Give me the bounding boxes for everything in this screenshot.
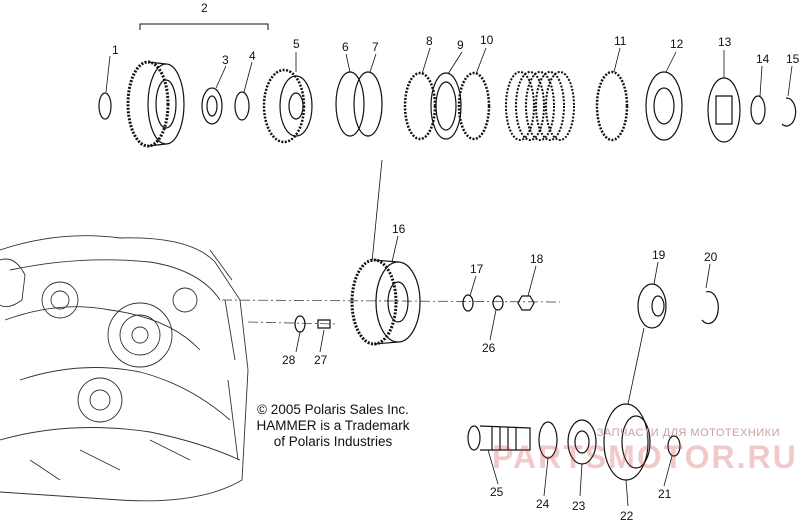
plate-stack <box>505 71 575 141</box>
callout-20: 20 <box>704 250 718 264</box>
callout-13: 13 <box>718 35 732 49</box>
circlip-15 <box>781 97 797 127</box>
callout-4: 4 <box>249 49 256 63</box>
snap-ring-4 <box>234 91 250 121</box>
callout-10: 10 <box>480 33 494 47</box>
callout-1: 1 <box>112 43 119 57</box>
callout-6: 6 <box>342 40 349 54</box>
callout-3: 3 <box>222 53 229 67</box>
spring-plate-13 <box>707 77 741 143</box>
callout-2: 2 <box>201 1 208 15</box>
bearing-3 <box>201 87 223 125</box>
copyright-line-1: © 2005 Polaris Sales Inc. <box>257 402 409 417</box>
shaft-25 <box>467 425 531 451</box>
callout-19: 19 <box>652 248 666 262</box>
washer-26 <box>492 295 504 311</box>
callout-18: 18 <box>530 252 544 266</box>
callout-22: 22 <box>620 509 634 523</box>
nut-18 <box>517 295 535 311</box>
gear-19 <box>637 283 667 329</box>
washer-21 <box>667 435 681 457</box>
copyright-notice: © 2005 Polaris Sales Inc. HAMMER is a Tr… <box>228 402 438 450</box>
callout-9: 9 <box>457 38 464 52</box>
copyright-line-2: HAMMER is a Trademark <box>256 418 410 433</box>
bolt-27 <box>317 319 331 329</box>
circlip-20 <box>701 290 719 325</box>
watermark-tagline: ЗАПЧАСТИ ДЛЯ МОТОТЕХНИКИ <box>596 427 780 439</box>
callout-23: 23 <box>572 499 586 513</box>
ring-14 <box>750 95 766 125</box>
washer-28 <box>294 315 306 333</box>
piston-12 <box>645 71 683 141</box>
callout-15: 15 <box>786 52 800 66</box>
friction-plate-11 <box>595 70 629 142</box>
watermark: ЗАПЧАСТИ ДЛЯ МОТОТЕХНИКИ PARTSMOTOR.RU <box>478 425 800 477</box>
clutch-hub-5 <box>262 68 313 144</box>
ring-6 <box>335 71 365 137</box>
watermark-logo-text: PARTSMOTOR.RU <box>492 439 798 475</box>
friction-plate-8 <box>403 71 437 141</box>
snap-ring-1 <box>98 92 112 120</box>
callout-5: 5 <box>293 37 300 51</box>
engine-case-illustration <box>0 235 249 502</box>
callout-7: 7 <box>372 40 379 54</box>
callout-24: 24 <box>536 497 550 511</box>
ring-7 <box>353 71 383 137</box>
callout-21: 21 <box>658 487 672 501</box>
callout-28: 28 <box>282 353 296 367</box>
callout-labels: 1 2 3 4 5 6 7 8 9 10 11 12 13 14 15 16 1… <box>112 1 800 523</box>
steel-plate-9 <box>430 72 462 140</box>
callout-25: 25 <box>490 485 504 499</box>
callout-12: 12 <box>670 37 684 51</box>
callout-17: 17 <box>470 262 484 276</box>
callout-8: 8 <box>426 34 433 48</box>
callout-14: 14 <box>756 52 770 66</box>
clutch-drum-2 <box>126 60 185 148</box>
clutch-drum-16 <box>350 258 421 346</box>
friction-plate-10 <box>457 71 491 141</box>
callout-27: 27 <box>314 353 328 367</box>
callout-16: 16 <box>392 222 406 236</box>
washer-17 <box>462 294 474 312</box>
copyright-line-3: of Polaris Industries <box>273 434 393 449</box>
callout-26: 26 <box>482 341 496 355</box>
callout-11: 11 <box>614 34 627 48</box>
